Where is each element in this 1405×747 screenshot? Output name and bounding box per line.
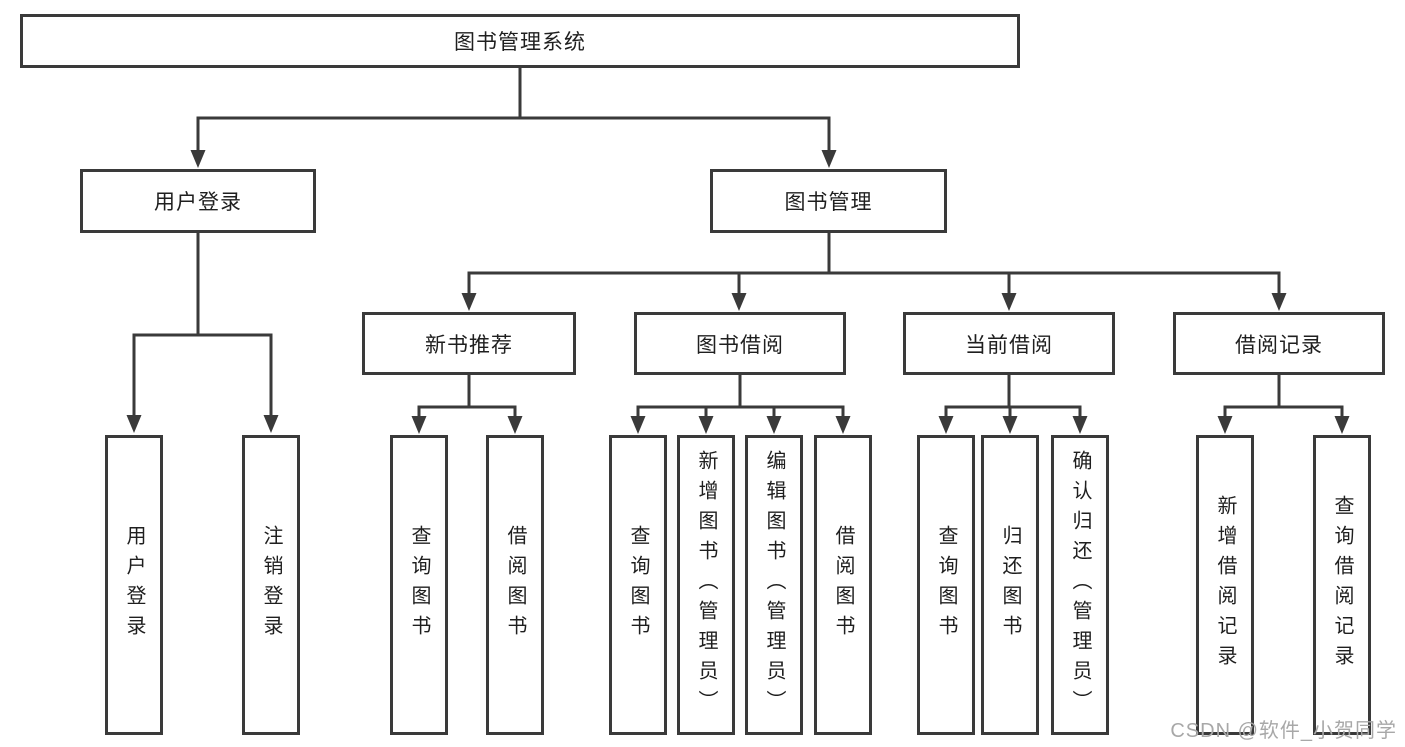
node-book-management: 图书管理	[710, 169, 947, 233]
edge-user-login-to-leaves	[126, 233, 279, 433]
node-library-management-system: 图书管理系统	[20, 14, 1020, 68]
leaf-logout-label: 注销登录	[260, 525, 282, 645]
leaf-add-books-admin: 新增图书（管理员）	[677, 435, 735, 735]
edge-book-borrowing-to-leaves	[630, 375, 851, 434]
edge-new-book-rec-to-leaves	[411, 375, 523, 434]
node-book-borrowing: 图书借阅	[634, 312, 846, 375]
leaf-query-books-borrowing-label: 查询图书	[627, 525, 649, 645]
leaf-query-borrow-record: 查询借阅记录	[1313, 435, 1371, 735]
leaf-query-books-current-label: 查询图书	[935, 525, 957, 645]
csdn-watermark: CSDN @软件_小贺同学	[1170, 720, 1397, 742]
leaf-add-borrow-record: 新增借阅记录	[1196, 435, 1254, 735]
edge-current-borrowing-to-leaves	[938, 375, 1088, 434]
node-user-login: 用户登录	[80, 169, 316, 233]
leaf-return-books: 归还图书	[981, 435, 1039, 735]
leaf-return-books-label: 归还图书	[999, 525, 1021, 645]
leaf-edit-books-admin: 编辑图书（管理员）	[745, 435, 803, 735]
leaf-confirm-return-admin-label: 确认归还（管理员）	[1069, 450, 1091, 720]
edge-borrowing-records-to-leaves	[1217, 375, 1350, 434]
leaf-query-books-recommend: 查询图书	[390, 435, 448, 735]
edge-root-to-level1	[190, 68, 837, 168]
leaf-logout: 注销登录	[242, 435, 300, 735]
leaf-query-books-borrowing: 查询图书	[609, 435, 667, 735]
leaf-borrow-books: 借阅图书	[814, 435, 872, 735]
leaf-query-books-recommend-label: 查询图书	[408, 525, 430, 645]
edge-book-management-to-level2	[461, 233, 1287, 311]
leaf-confirm-return-admin: 确认归还（管理员）	[1051, 435, 1109, 735]
leaf-query-borrow-record-label: 查询借阅记录	[1331, 495, 1353, 675]
leaf-add-borrow-record-label: 新增借阅记录	[1214, 495, 1236, 675]
leaf-user-login-label: 用户登录	[123, 525, 145, 645]
leaf-user-login: 用户登录	[105, 435, 163, 735]
leaf-edit-books-admin-label: 编辑图书（管理员）	[763, 450, 785, 720]
node-new-book-recommendation: 新书推荐	[362, 312, 576, 375]
node-borrowing-records: 借阅记录	[1173, 312, 1385, 375]
leaf-query-books-current: 查询图书	[917, 435, 975, 735]
node-current-borrowing: 当前借阅	[903, 312, 1115, 375]
leaf-add-books-admin-label: 新增图书（管理员）	[695, 450, 717, 720]
leaf-borrow-books-recommend-label: 借阅图书	[504, 525, 526, 645]
leaf-borrow-books-recommend: 借阅图书	[486, 435, 544, 735]
leaf-borrow-books-label: 借阅图书	[832, 525, 854, 645]
